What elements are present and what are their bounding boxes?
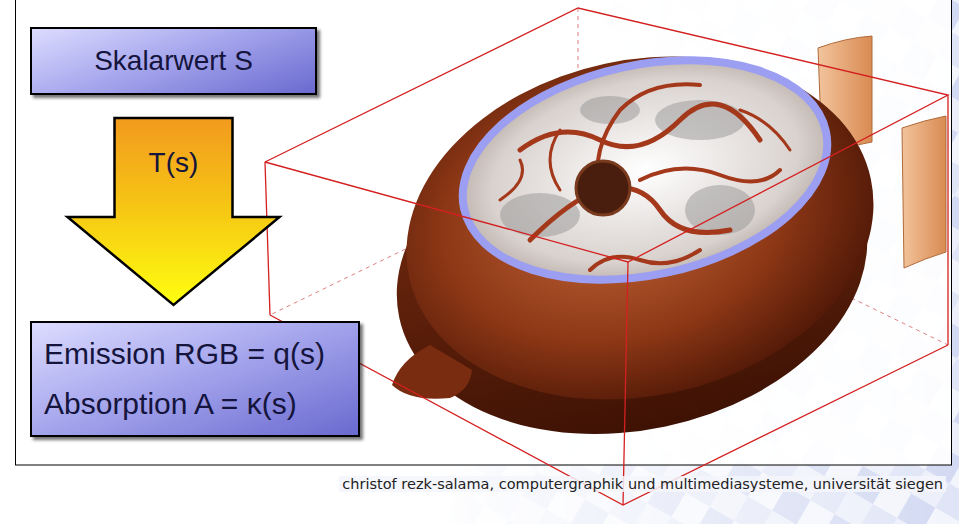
process-box: Skalarwert S bbox=[30, 27, 317, 95]
process-box: Emission RGB = q(s) Absorption A = κ(s) bbox=[30, 321, 360, 437]
box-text: Absorption A = κ(s) bbox=[44, 386, 297, 422]
box-text: Skalarwert S bbox=[94, 44, 253, 78]
footer-credit: christof rezk-salama, computergraphik un… bbox=[339, 476, 946, 492]
box-text: Emission RGB = q(s) bbox=[44, 336, 325, 372]
brain-center bbox=[576, 161, 630, 215]
bounding-box bbox=[265, 8, 948, 505]
block-arrow bbox=[68, 118, 280, 305]
slice-sheet bbox=[902, 116, 946, 268]
head-top bbox=[374, 15, 906, 442]
brain-cut bbox=[442, 29, 848, 311]
transfer-function-label: T(s) bbox=[149, 146, 199, 180]
cutting-plane bbox=[442, 29, 848, 311]
